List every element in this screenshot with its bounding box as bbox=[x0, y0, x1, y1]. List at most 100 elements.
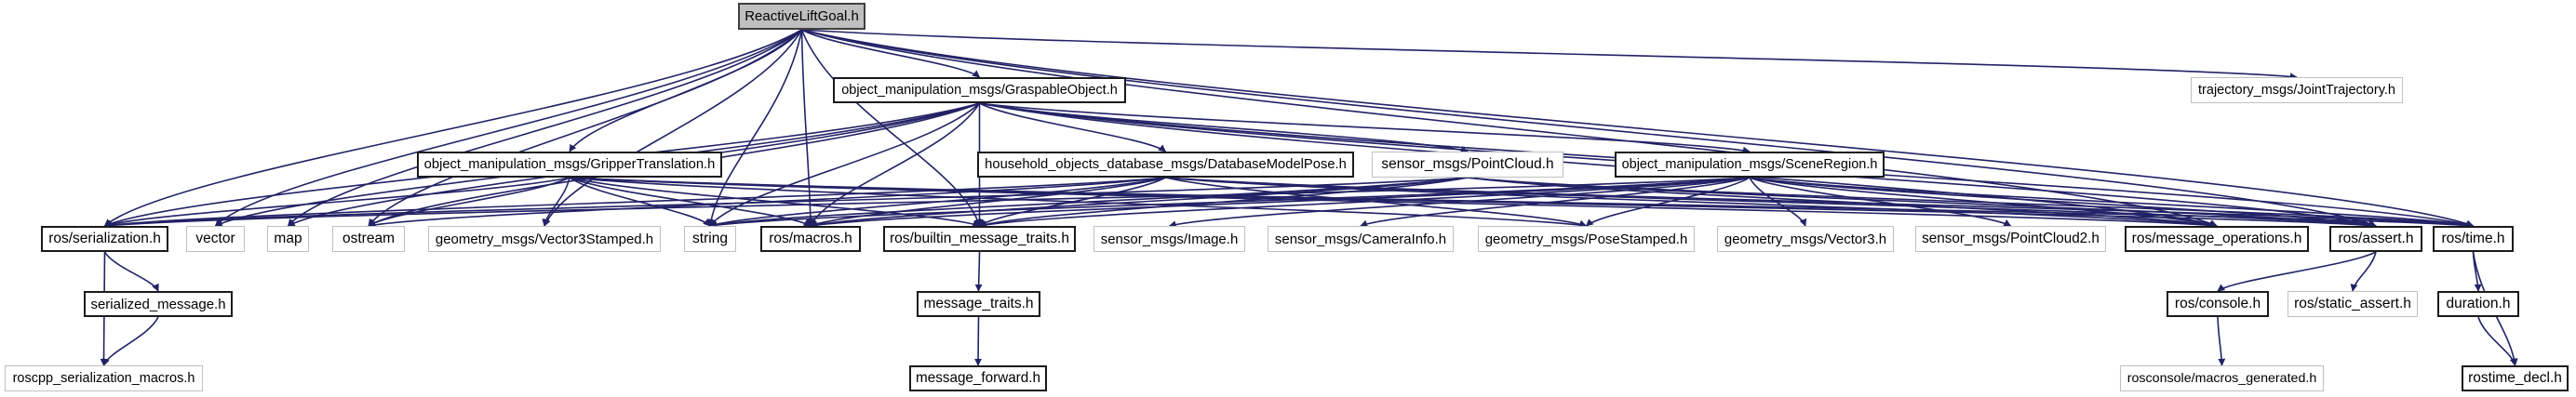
graph-node-object-manipulation-msgs-sceneregion-h[interactable]: object_manipulation_msgs/SceneRegion.h bbox=[1615, 152, 1885, 178]
graph-node-ros-builtin-message-traits-h[interactable]: ros/builtin_message_traits.h bbox=[883, 226, 1076, 252]
graph-edge bbox=[1165, 177, 1588, 228]
graph-edge bbox=[810, 177, 1469, 229]
graph-node-message-traits-h[interactable]: message_traits.h bbox=[917, 291, 1040, 317]
graph-node-label: roscpp_serialization_macros.h bbox=[12, 370, 195, 386]
graph-node-label: ros/macros.h bbox=[769, 231, 852, 247]
graph-node-label: geometry_msgs/Vector3.h bbox=[1724, 231, 1887, 247]
graph-edge bbox=[1749, 177, 2012, 227]
graph-node-label: vector bbox=[195, 231, 235, 247]
graph-node-label: object_manipulation_msgs/SceneRegion.h bbox=[1621, 156, 1878, 172]
graph-node-ros-message-operations-h[interactable]: ros/message_operations.h bbox=[2125, 226, 2309, 252]
graph-edge bbox=[368, 177, 570, 227]
graph-node-label: ros/assert.h bbox=[2338, 231, 2414, 247]
graph-edge bbox=[801, 29, 981, 78]
graph-node-roscpp-serialization-macros-h[interactable]: roscpp_serialization_macros.h bbox=[5, 365, 203, 391]
graph-node-sensor-msgs-image-h[interactable]: sensor_msgs/Image.h bbox=[1093, 226, 1245, 252]
graph-edge bbox=[368, 29, 803, 227]
graph-node-ros-time-h[interactable]: ros/time.h bbox=[2433, 226, 2514, 252]
graph-node-geometry-msgs-posestamped-h[interactable]: geometry_msgs/PoseStamped.h bbox=[1478, 226, 1695, 252]
graph-node-label: ros/console.h bbox=[2174, 296, 2261, 312]
graph-edge bbox=[569, 177, 2377, 230]
graph-edge bbox=[810, 177, 1751, 229]
graph-edge bbox=[1749, 177, 2377, 229]
graph-node-household-objects-database-msgs-databasemodelpose-h[interactable]: household_objects_database_msgs/Database… bbox=[977, 152, 1354, 178]
graph-edge bbox=[800, 29, 982, 227]
graph-node-label: serialized_message.h bbox=[90, 296, 226, 312]
graph-node-label: household_objects_database_msgs/Database… bbox=[985, 156, 1347, 172]
graph-node-map[interactable]: map bbox=[267, 226, 309, 252]
graph-node-label: message_traits.h bbox=[923, 296, 1034, 312]
graph-node-trajectory-msgs-jointtrajectory-h[interactable]: trajectory_msgs/JointTrajectory.h bbox=[2191, 77, 2403, 103]
graph-edge bbox=[974, 316, 983, 366]
graph-edge bbox=[103, 29, 802, 227]
graph-node-ostream[interactable]: ostream bbox=[332, 226, 405, 252]
graph-node-ros-assert-h[interactable]: ros/assert.h bbox=[2329, 226, 2422, 252]
graph-edge bbox=[1467, 177, 2475, 229]
graph-node-label: rosconsole/macros_generated.h bbox=[2127, 370, 2317, 386]
graph-edge bbox=[979, 102, 1469, 153]
graph-edge bbox=[103, 177, 570, 228]
graph-node-label: ReactiveLiftGoal.h bbox=[745, 8, 859, 24]
graph-edge bbox=[542, 177, 570, 227]
graph-edge bbox=[543, 29, 803, 227]
graph-node-rostime-decl-h[interactable]: rostime_decl.h bbox=[2462, 365, 2569, 391]
graph-edge bbox=[2477, 316, 2517, 366]
graph-edge bbox=[1585, 177, 1751, 227]
graph-edge bbox=[974, 251, 983, 292]
graph-edge bbox=[103, 177, 1166, 229]
graph-node-reactiveliftgoal-h[interactable]: ReactiveLiftGoal.h bbox=[738, 3, 865, 30]
graph-node-ros-serialization-h[interactable]: ros/serialization.h bbox=[41, 226, 168, 252]
graph-edge bbox=[810, 102, 981, 227]
graph-node-sensor-msgs-pointcloud-h[interactable]: sensor_msgs/PointCloud.h bbox=[1372, 152, 1563, 178]
graph-edge bbox=[1467, 177, 2377, 229]
graph-edge bbox=[978, 177, 1751, 229]
graph-node-label: sensor_msgs/Image.h bbox=[1100, 231, 1239, 247]
graph-edge bbox=[1467, 177, 2218, 229]
graph-edge bbox=[103, 177, 1469, 230]
graph-node-serialized-message-h[interactable]: serialized_message.h bbox=[84, 291, 233, 317]
graph-node-label: geometry_msgs/Vector3Stamped.h bbox=[435, 231, 654, 247]
graph-node-string[interactable]: string bbox=[684, 226, 736, 252]
graph-node-vector[interactable]: vector bbox=[186, 226, 245, 252]
graph-edge bbox=[2217, 251, 2377, 292]
graph-node-label: sensor_msgs/PointCloud2.h bbox=[1922, 231, 2100, 247]
graph-node-object-manipulation-msgs-graspableobject-h[interactable]: object_manipulation_msgs/GraspableObject… bbox=[833, 77, 1126, 103]
graph-edge bbox=[1165, 177, 2475, 230]
graph-edge bbox=[1360, 177, 1751, 228]
graph-edge bbox=[2350, 251, 2377, 292]
graph-edge bbox=[979, 102, 1167, 152]
graph-edge bbox=[569, 177, 981, 228]
graph-node-ros-static-assert-h[interactable]: ros/static_assert.h bbox=[2288, 291, 2418, 317]
graph-node-label: ostream bbox=[342, 231, 395, 247]
graph-node-label: duration.h bbox=[2446, 296, 2511, 312]
graph-node-ros-console-h[interactable]: ros/console.h bbox=[2167, 291, 2269, 317]
graph-node-message-forward-h[interactable]: message_forward.h bbox=[909, 365, 1047, 391]
graph-node-label: object_manipulation_msgs/GraspableObject… bbox=[841, 82, 1118, 98]
graph-edge bbox=[709, 177, 1469, 229]
graph-edge bbox=[569, 177, 1588, 229]
graph-node-rosconsole-macros-generated-h[interactable]: rosconsole/macros_generated.h bbox=[2120, 365, 2324, 391]
graph-node-ros-macros-h[interactable]: ros/macros.h bbox=[760, 226, 861, 252]
graph-node-sensor-msgs-pointcloud2-h[interactable]: sensor_msgs/PointCloud2.h bbox=[1915, 226, 2106, 252]
graph-node-sensor-msgs-camerainfo-h[interactable]: sensor_msgs/CameraInfo.h bbox=[1268, 226, 1454, 252]
graph-node-label: string bbox=[692, 231, 728, 247]
graph-edge bbox=[801, 29, 2218, 227]
graph-edge bbox=[709, 177, 1751, 229]
graph-edge bbox=[707, 29, 803, 227]
graph-node-object-manipulation-msgs-grippertranslation-h[interactable]: object_manipulation_msgs/GripperTranslat… bbox=[417, 152, 722, 178]
graph-node-label: trajectory_msgs/JointTrajectory.h bbox=[2198, 82, 2395, 98]
graph-node-duration-h[interactable]: duration.h bbox=[2437, 291, 2519, 317]
graph-edge bbox=[709, 102, 981, 227]
graph-edge bbox=[810, 177, 1166, 227]
graph-node-geometry-msgs-vector3-h[interactable]: geometry_msgs/Vector3.h bbox=[1717, 226, 1894, 252]
graph-node-label: geometry_msgs/PoseStamped.h bbox=[1484, 231, 1688, 247]
graph-edge bbox=[979, 102, 1751, 154]
graph-edge bbox=[1165, 177, 2377, 230]
graph-node-geometry-msgs-vector3stamped-h[interactable]: geometry_msgs/Vector3Stamped.h bbox=[428, 226, 661, 252]
graph-edge bbox=[801, 29, 2298, 81]
graph-node-label: sensor_msgs/PointCloud.h bbox=[1381, 156, 1554, 173]
graph-edge bbox=[800, 29, 814, 227]
graph-node-label: ros/serialization.h bbox=[48, 231, 161, 247]
